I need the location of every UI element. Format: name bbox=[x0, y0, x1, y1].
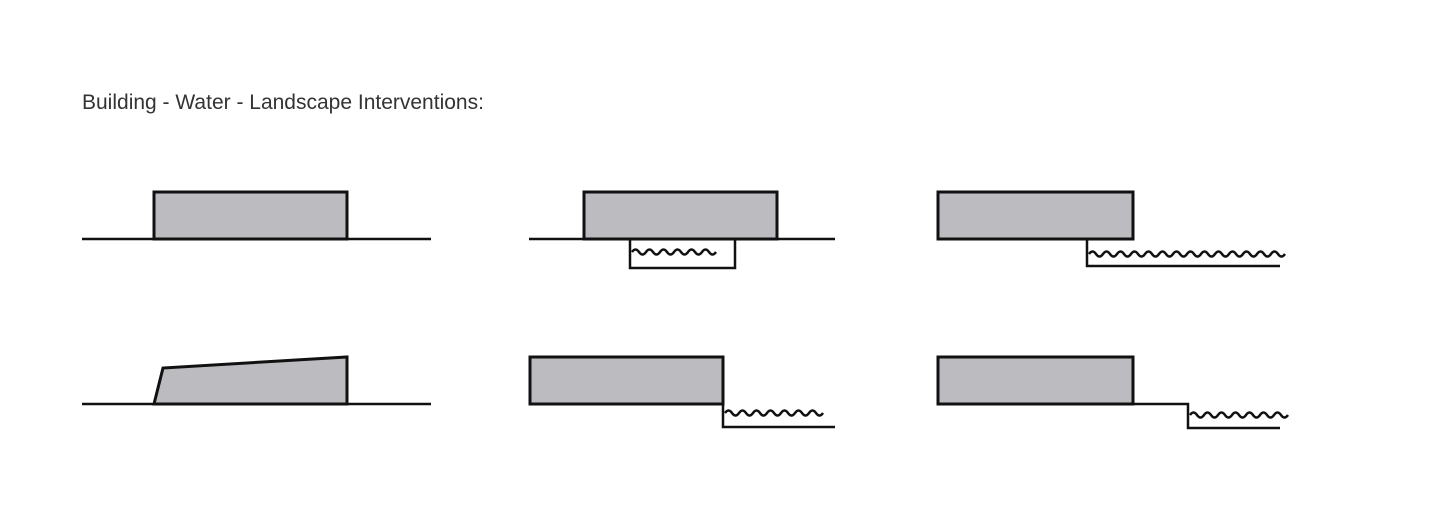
water-wave bbox=[723, 409, 825, 417]
building-block bbox=[528, 355, 725, 406]
section-building-with-terrace-to-water bbox=[936, 355, 1290, 430]
water-wave bbox=[1188, 411, 1290, 419]
section-building-cantilever-over-water bbox=[936, 190, 1287, 268]
section-sloped-building bbox=[82, 355, 431, 406]
water-edge bbox=[721, 404, 835, 429]
building-block bbox=[936, 355, 1135, 406]
section-building-on-ground bbox=[82, 190, 431, 241]
sloped-building bbox=[152, 355, 349, 406]
terrace-and-water-edge bbox=[1133, 402, 1280, 430]
water-wave bbox=[1087, 250, 1287, 258]
section-building-at-water-edge bbox=[528, 355, 835, 429]
section-building-over-water-basin bbox=[529, 190, 835, 270]
building-block bbox=[582, 190, 779, 241]
building-block bbox=[152, 190, 349, 241]
water-edge bbox=[1085, 239, 1280, 268]
building-block bbox=[936, 190, 1135, 241]
diagram-title: Building - Water - Landscape Interventio… bbox=[82, 91, 484, 114]
water-wave bbox=[630, 248, 718, 256]
